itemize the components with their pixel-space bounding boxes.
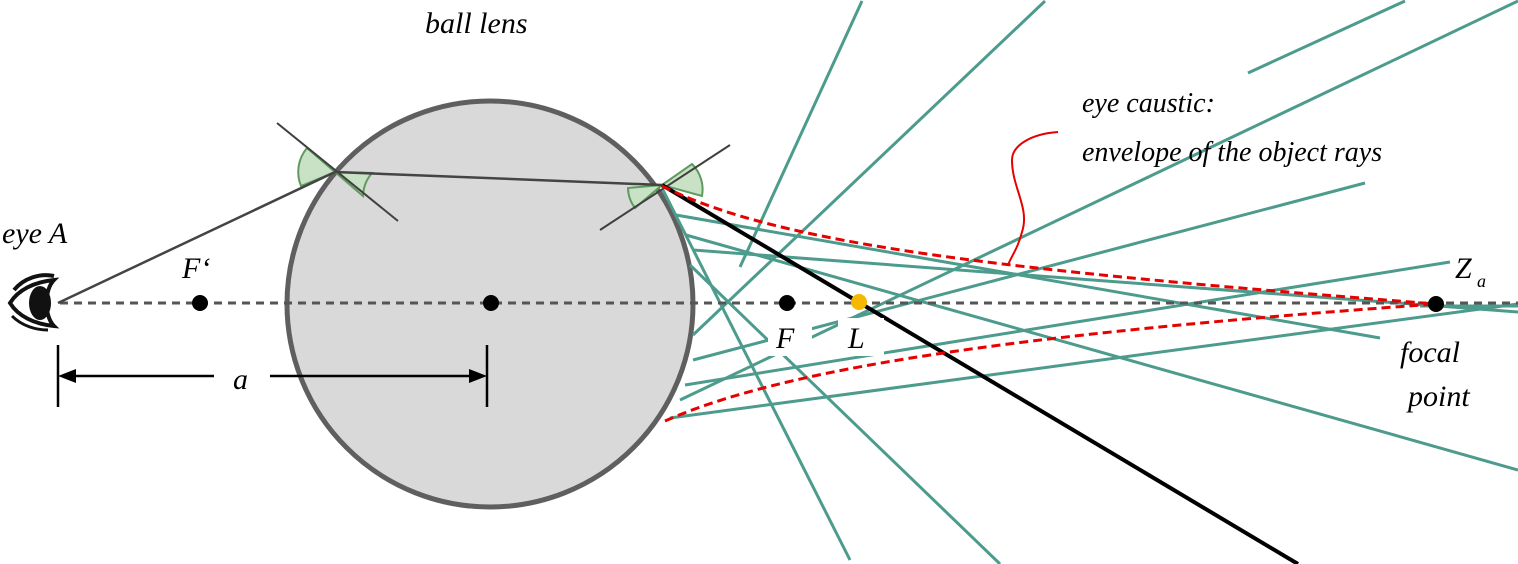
distance-dimension [56,345,489,407]
object-ray [738,0,864,268]
label-z: Z [1455,252,1472,285]
chief-ray-inside [334,170,663,187]
label-caustic-description: envelope of the object rays [1082,137,1382,168]
eye-icon-brow [12,273,55,292]
eye-caustic [661,184,1437,423]
exit-angle-right [659,162,704,198]
dimension-arrow-right [469,369,487,383]
label-focal: focal [1400,336,1460,369]
chief-ray-exit [660,183,1300,564]
point-z [1428,296,1444,312]
object-ray [679,0,1518,402]
object-ray [691,0,1047,337]
point-lens-center [483,295,499,311]
caustic-upper [661,184,1437,306]
object-ray [688,263,1002,564]
object-ray [684,260,1451,387]
point-l [851,294,867,310]
label-ball-lens: ball lens [425,7,528,40]
label-gap-f [768,318,812,356]
label-distance: a [233,363,248,396]
label-f-prime: F‘ [181,252,210,285]
label-z-subscript: a [1477,271,1486,291]
label-eye: eye A [2,217,68,250]
object-ray [685,233,1518,472]
dimension-arrow-left [58,369,76,383]
label-l: L [847,322,865,355]
label-caustic-title: eye caustic: [1082,88,1215,119]
label-point: point [1406,380,1470,413]
caustic-lower [664,302,1437,423]
point-f [779,295,795,311]
object-ray [1247,0,1406,75]
object-ray [669,302,1518,420]
caustic-leader-line [1007,131,1059,266]
eye-icon-lid [10,314,49,332]
label-gap-l [838,318,884,356]
eye-icon [7,273,60,332]
label-f: F [775,322,795,355]
eye-icon-iris [29,286,51,320]
object-rays [661,0,1518,564]
point-f-prime [192,295,208,311]
chief-ray-incoming [57,170,336,305]
